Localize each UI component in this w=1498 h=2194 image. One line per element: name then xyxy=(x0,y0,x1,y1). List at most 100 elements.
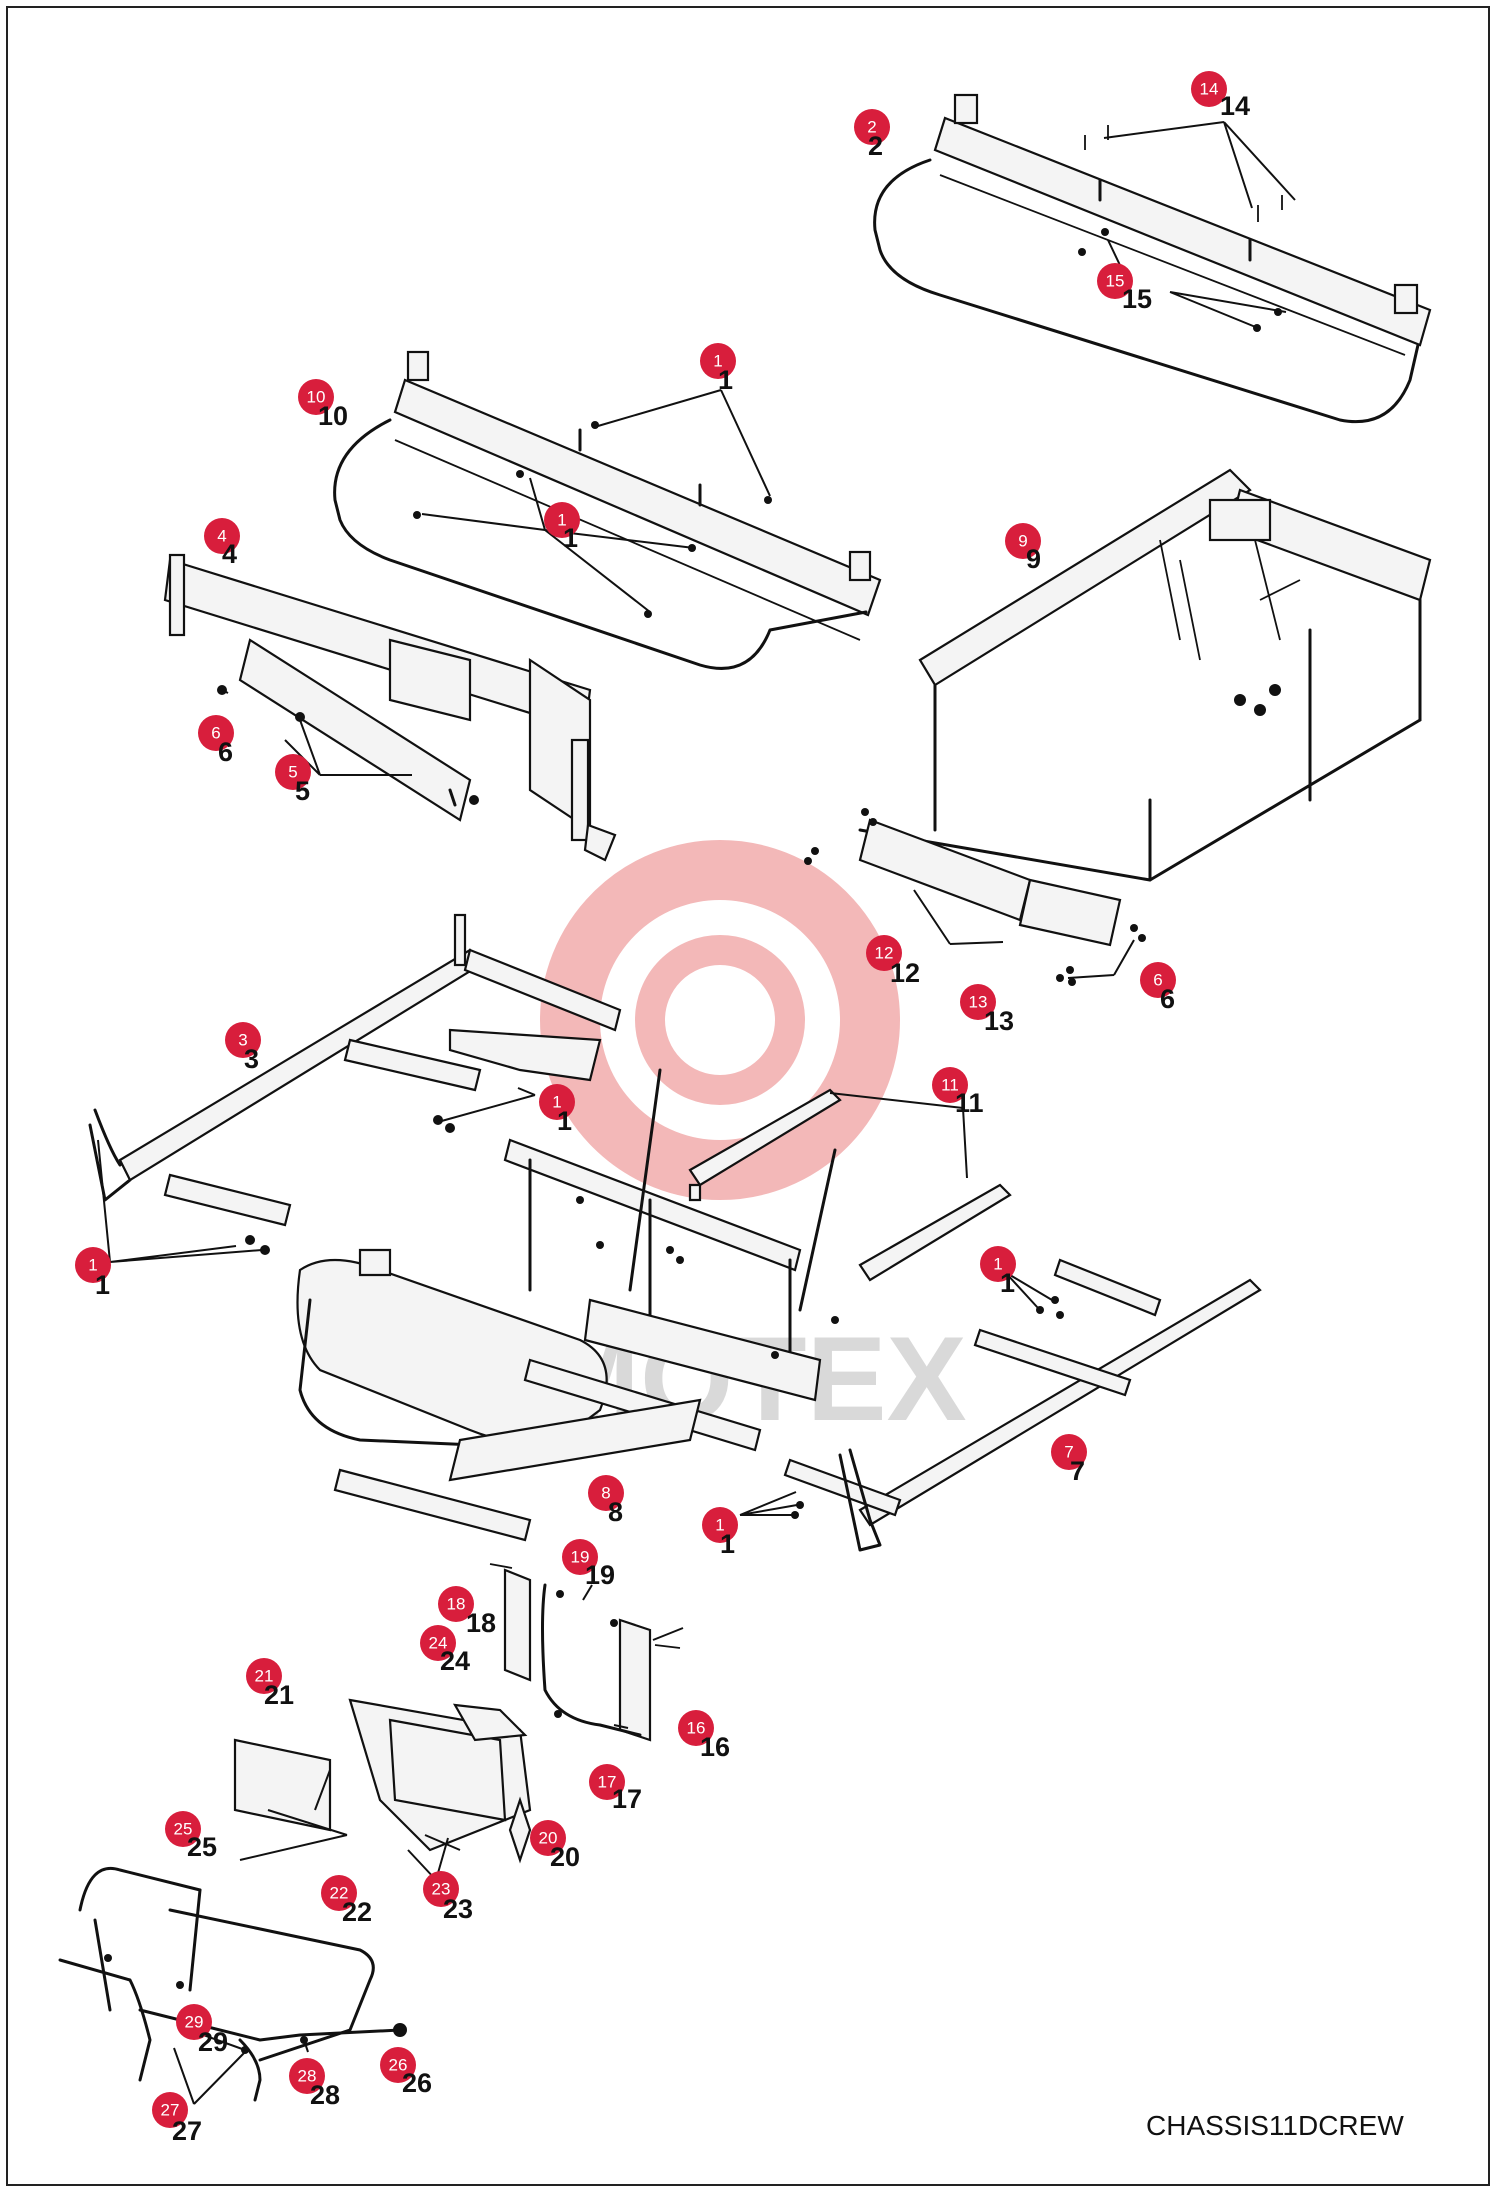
svg-text:10: 10 xyxy=(307,388,326,407)
callout-16[interactable]: 16 16 xyxy=(678,1710,730,1762)
callout-1-a[interactable]: 1 1 xyxy=(700,343,736,395)
part-8-main-frame xyxy=(296,1068,839,1542)
svg-text:11: 11 xyxy=(941,1076,959,1095)
diagram-border xyxy=(6,6,1490,2186)
callout-26[interactable]: 26 26 xyxy=(380,2047,432,2098)
part-3-floor-frame xyxy=(88,913,622,1255)
svg-text:1: 1 xyxy=(1000,1268,1015,1298)
svg-text:26: 26 xyxy=(402,2068,432,2098)
callout-6-b[interactable]: 6 6 xyxy=(1140,962,1176,1014)
callout-13[interactable]: 13 13 xyxy=(960,984,1014,1036)
callout-8[interactable]: 8 8 xyxy=(588,1475,624,1527)
callout-10[interactable]: 10 10 xyxy=(298,379,348,431)
svg-text:3: 3 xyxy=(244,1044,259,1074)
svg-text:15: 15 xyxy=(1106,272,1125,291)
svg-text:16: 16 xyxy=(687,1719,706,1738)
svg-text:1: 1 xyxy=(557,511,566,530)
svg-text:7: 7 xyxy=(1070,1456,1085,1486)
callout-2[interactable]: 2 2 xyxy=(854,109,890,161)
callout-1-e[interactable]: 1 1 xyxy=(980,1246,1016,1298)
svg-text:19: 19 xyxy=(585,1560,615,1590)
callout-1-d[interactable]: 1 1 xyxy=(75,1247,111,1300)
svg-text:1: 1 xyxy=(563,523,578,553)
leader-lines xyxy=(97,121,1296,2105)
svg-text:4: 4 xyxy=(222,539,237,569)
callout-23[interactable]: 23 23 xyxy=(423,1871,473,1924)
svg-text:25: 25 xyxy=(187,1832,217,1862)
svg-text:1: 1 xyxy=(715,1516,724,1535)
svg-text:27: 27 xyxy=(172,2116,202,2146)
svg-text:6: 6 xyxy=(211,724,220,743)
part-4-front-subframe xyxy=(163,553,617,862)
svg-text:1: 1 xyxy=(552,1093,561,1112)
callout-29[interactable]: 29 29 xyxy=(176,2004,228,2057)
callout-19[interactable]: 19 19 xyxy=(562,1539,615,1590)
svg-text:5: 5 xyxy=(295,776,310,806)
parts-16-19-brackets xyxy=(489,1563,681,1742)
callout-7[interactable]: 7 7 xyxy=(1051,1434,1087,1486)
svg-text:29: 29 xyxy=(198,2027,228,2057)
svg-text:1: 1 xyxy=(993,1255,1002,1274)
callout-12[interactable]: 12 12 xyxy=(866,935,920,988)
callout-18[interactable]: 18 18 xyxy=(438,1586,496,1638)
svg-text:24: 24 xyxy=(440,1646,470,1676)
part-7-rear-floor xyxy=(783,1258,1262,1552)
svg-text:6: 6 xyxy=(218,737,233,767)
callout-21[interactable]: 21 21 xyxy=(246,1658,294,1710)
svg-text:21: 21 xyxy=(264,1680,294,1710)
callout-6-a[interactable]: 6 6 xyxy=(198,715,234,767)
svg-text:17: 17 xyxy=(612,1784,642,1814)
svg-text:12: 12 xyxy=(875,944,894,963)
svg-text:22: 22 xyxy=(330,1884,349,1903)
callout-1-c[interactable]: 1 1 xyxy=(539,1084,575,1136)
callout-9[interactable]: 9 9 xyxy=(1005,523,1041,574)
part-11-rails xyxy=(688,1088,1012,1282)
svg-text:1: 1 xyxy=(718,365,733,395)
svg-text:20: 20 xyxy=(539,1829,558,1848)
svg-text:6: 6 xyxy=(1160,984,1175,1014)
svg-text:28: 28 xyxy=(298,2067,317,2086)
parts-20-24-front-panels xyxy=(233,1698,532,1864)
svg-text:13: 13 xyxy=(969,993,988,1012)
svg-text:15: 15 xyxy=(1122,284,1152,314)
svg-text:28: 28 xyxy=(310,2080,340,2110)
svg-text:1: 1 xyxy=(720,1529,735,1559)
svg-text:11: 11 xyxy=(955,1088,984,1118)
svg-text:18: 18 xyxy=(447,1595,466,1614)
callout-14[interactable]: 14 14 xyxy=(1191,71,1250,121)
part-9-rear-frame xyxy=(858,468,1432,947)
svg-text:1: 1 xyxy=(88,1256,97,1275)
callout-1-f[interactable]: 1 1 xyxy=(702,1507,738,1559)
callout-24[interactable]: 24 24 xyxy=(420,1625,470,1676)
callout-4[interactable]: 4 4 xyxy=(204,518,240,569)
callout-1-b[interactable]: 1 1 xyxy=(544,502,580,553)
callout-27[interactable]: 27 27 xyxy=(152,2092,202,2146)
svg-text:23: 23 xyxy=(443,1894,473,1924)
callout-17[interactable]: 17 17 xyxy=(589,1764,642,1814)
svg-text:13: 13 xyxy=(984,1006,1014,1036)
svg-text:8: 8 xyxy=(601,1484,610,1503)
parts-25-29-bumper xyxy=(58,1867,407,2102)
part-2-roof-frame xyxy=(873,93,1432,424)
svg-text:20: 20 xyxy=(550,1842,580,1872)
svg-text:24: 24 xyxy=(429,1634,448,1653)
svg-text:1: 1 xyxy=(557,1106,572,1136)
svg-text:23: 23 xyxy=(432,1880,451,1899)
svg-text:14: 14 xyxy=(1220,91,1250,121)
svg-text:8: 8 xyxy=(608,1497,623,1527)
svg-text:1: 1 xyxy=(713,352,722,371)
svg-text:2: 2 xyxy=(868,131,883,161)
callout-11[interactable]: 11 11 xyxy=(932,1067,984,1118)
callout-22[interactable]: 22 22 xyxy=(321,1875,372,1927)
callout-28[interactable]: 28 28 xyxy=(289,2058,340,2110)
svg-text:4: 4 xyxy=(217,527,226,546)
callout-20[interactable]: 20 20 xyxy=(530,1820,580,1872)
callout-25[interactable]: 25 25 xyxy=(165,1811,217,1862)
callout-5[interactable]: 5 5 xyxy=(275,754,311,806)
callout-3[interactable]: 3 3 xyxy=(225,1022,261,1074)
svg-text:14: 14 xyxy=(1200,80,1219,99)
svg-text:12: 12 xyxy=(890,958,920,988)
callout-15[interactable]: 15 15 xyxy=(1097,263,1152,314)
svg-text:7: 7 xyxy=(1064,1443,1073,1462)
